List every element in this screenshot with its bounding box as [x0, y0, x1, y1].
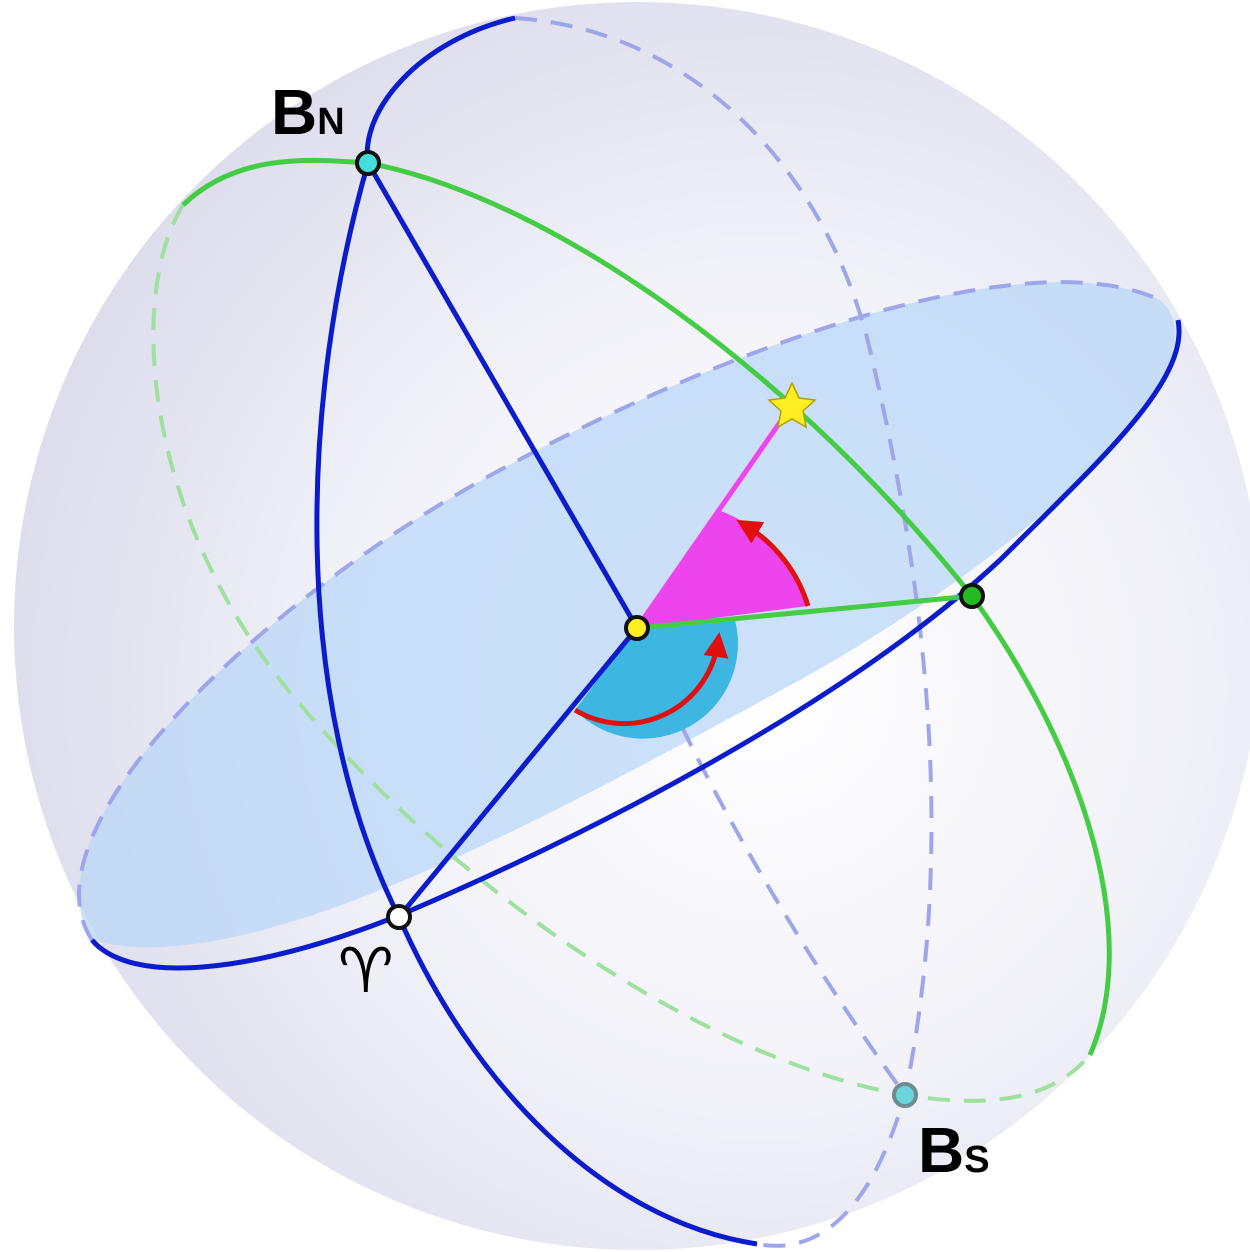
north-pole-label-main: B: [271, 76, 317, 148]
south-pole-label-main: B: [918, 1114, 964, 1186]
north-pole-label-sub: N: [317, 101, 344, 143]
south-pole-label-sub: S: [964, 1139, 989, 1181]
north-pole-point: [357, 152, 379, 174]
center-point: [626, 617, 648, 639]
north-pole-label: BN: [271, 80, 345, 144]
south-pole-label: BS: [918, 1118, 990, 1182]
ascending-node-point: [961, 585, 983, 607]
south-pole-point: [894, 1084, 916, 1106]
vernal-equinox-label: ♈: [338, 940, 394, 1002]
vernal-equinox-point: [388, 906, 410, 928]
